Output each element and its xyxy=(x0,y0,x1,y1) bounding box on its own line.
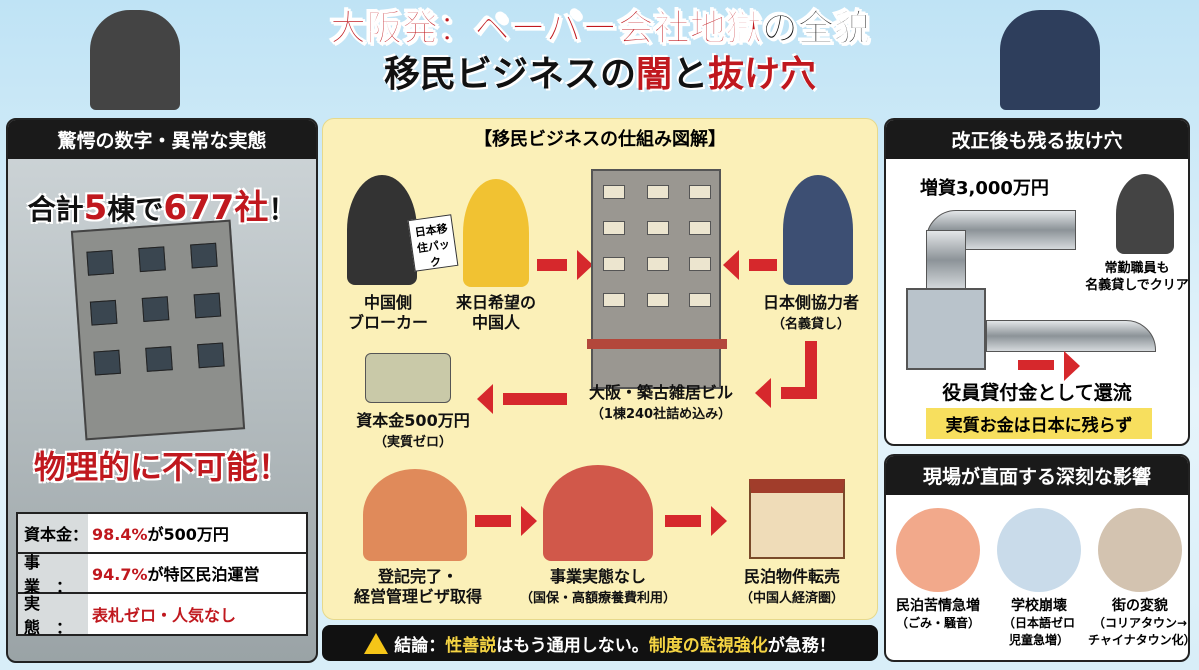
arrow-down-left-icon xyxy=(805,341,817,393)
capital-increase-label: 増資3,000万円 xyxy=(920,178,1049,199)
impact-label: 民泊苦情急増 xyxy=(896,598,980,614)
arrow-left-icon xyxy=(755,378,817,408)
confused-teacher-icon xyxy=(997,508,1081,592)
title-dark: 闇 xyxy=(635,54,672,95)
mechanism-diagram: 【移民ビジネスの仕組み図解】 日本移住パック 中国側 ブローカー 来日希望の 中… xyxy=(322,118,878,620)
broker-illustration xyxy=(90,10,180,110)
zakkyo-building-illustration xyxy=(587,169,727,389)
office-building-illustration xyxy=(906,288,986,370)
migration-pack-sign: 日本移住パック xyxy=(407,214,459,272)
staff-label: 常勤職員も 名義貸しでクリア xyxy=(1085,261,1189,293)
impact-label: 学校崩壊 xyxy=(1011,598,1067,614)
loophole-panel: 改正後も残る抜け穴 増資3,000万円 常勤職員も 名義貸しでクリア 役員貸付金… xyxy=(884,118,1190,446)
pack-text: 日本移住パック xyxy=(414,221,451,270)
stat-key: 実 態 ： xyxy=(18,594,88,637)
impact-sub: （日本語ゼロ 児童急増） xyxy=(1002,616,1075,647)
stat-highlight: 94.7% xyxy=(92,565,148,584)
building-sub: （1棟240社詰め込み） xyxy=(590,407,732,422)
applicant-label: 来日希望の 中国人 xyxy=(455,293,536,332)
crumbling-building-illustration xyxy=(70,219,246,441)
conclusion-banner: 結論：性善説はもう通用しない。制度の監視強化が急務！ xyxy=(322,625,878,661)
impact-item: 学校崩壊 （日本語ゼロ 児童急増） xyxy=(989,598,1089,649)
stat-row: 事 業 ：94.7%が特区民泊運営 xyxy=(18,553,306,596)
no-business-label: 事業実態なし xyxy=(549,567,646,586)
broker-figure xyxy=(347,175,417,285)
capital-sub: （実質ゼロ） xyxy=(373,435,452,450)
stat-highlight: 98.4% xyxy=(92,525,148,544)
stat-rest: が特区民泊運営 xyxy=(147,565,260,584)
collaborator-sub: （名義貸し） xyxy=(771,317,850,332)
collaborator-figure xyxy=(783,175,853,285)
house-illustration xyxy=(749,479,845,559)
banner-highlight: 制度の監視強化 xyxy=(648,635,768,656)
panel-header: 驚愕の数字・異常な実態 xyxy=(8,120,316,159)
return-label: 役員貸付金として還流 xyxy=(942,382,1132,404)
title-line1-tail: の全貌 xyxy=(761,8,870,50)
collaborator-label: 日本側協力者 xyxy=(762,293,859,312)
stat-row: 資本金：98.4%が500万円 xyxy=(18,514,306,554)
banner-text: が急務！ xyxy=(767,635,836,656)
count-text: ！ xyxy=(268,193,297,226)
arrow-right-icon xyxy=(537,250,593,280)
impact-label: 街の変貌 xyxy=(1112,598,1168,614)
count-text: 棟で xyxy=(107,193,164,226)
shocking-numbers-panel: 驚愕の数字・異常な実態 合計5棟で677社！ 物理的に不可能！ 資本金：98.4… xyxy=(6,118,318,663)
stats-table: 資本金：98.4%が500万円 事 業 ：94.7%が特区民泊運営 実 態 ：表… xyxy=(16,512,308,637)
title-line2: 移民ビジネスの xyxy=(383,54,636,95)
title-line1: 大阪発：ペーパー会社地獄 xyxy=(330,8,763,50)
pipe-vertical xyxy=(926,230,966,290)
chinatown-street-icon xyxy=(1098,508,1182,592)
warning-icon xyxy=(364,632,389,654)
stat-key: 資本金： xyxy=(18,514,88,552)
pipe-bottom xyxy=(986,320,1156,352)
cash-stack-illustration xyxy=(365,353,451,403)
stat-rest: が500万円 xyxy=(147,525,229,544)
impossible-label: 物理的に不可能！ xyxy=(33,448,290,486)
banner-text: 結論： xyxy=(394,635,446,656)
no-business-sub: （国保・高額療養費利用） xyxy=(519,591,676,606)
banner-text: はもう通用しない。 xyxy=(496,635,649,656)
building-label: 大阪・築古雑居ビル xyxy=(588,383,733,402)
resale-label: 民泊物件転売 xyxy=(743,567,840,586)
page-title: 大阪発：ペーパー会社地獄の全貌 移民ビジネスの闇と抜け穴 xyxy=(280,6,920,98)
family-figure xyxy=(363,469,467,561)
title-loophole: 抜け穴 xyxy=(708,54,817,95)
arrow-right-icon xyxy=(665,506,727,536)
diagram-header: 【移民ビジネスの仕組み図解】 xyxy=(474,129,726,150)
employee-figure xyxy=(1116,174,1174,254)
celebrating-family-figure xyxy=(543,465,653,561)
resale-sub: （中国人経済圏） xyxy=(739,591,844,606)
arrow-left-icon xyxy=(477,384,567,414)
stat-key: 事 業 ： xyxy=(18,553,88,596)
capital-label: 資本金500万円 xyxy=(356,411,470,430)
impact-item: 街の変貌 （コリアタウン→ チャイナタウン化） xyxy=(1088,598,1190,649)
broker-label: 中国側 ブローカー xyxy=(347,293,428,332)
arrow-left-icon xyxy=(723,250,777,280)
impact-sub: （コリアタウン→ チャイナタウン化） xyxy=(1088,616,1190,647)
count-text: 合計 xyxy=(27,193,84,226)
note-label: 実質お金は日本に残らず xyxy=(926,408,1152,439)
visa-label: 登記完了・ 経営管理ビザ取得 xyxy=(353,567,482,606)
panel-header: 現場が直面する深刻な影響 xyxy=(886,456,1188,495)
happy-man-illustration xyxy=(1000,10,1100,110)
panel-header: 改正後も残る抜け穴 xyxy=(886,120,1188,159)
impact-sub: （ごみ・騒音） xyxy=(895,616,980,630)
applicant-figure xyxy=(463,179,529,287)
stat-row: 実 態 ：表札ゼロ・人気なし xyxy=(18,594,306,637)
arrow-right-icon xyxy=(1018,351,1080,381)
count-buildings: 5 xyxy=(83,188,108,228)
total-count: 合計5棟で677社！ xyxy=(8,180,316,229)
impact-panel: 現場が直面する深刻な影響 民泊苦情急増 （ごみ・騒音） 学校崩壊 （日本語ゼロ 児童… xyxy=(884,454,1190,662)
title-and: と xyxy=(672,54,709,95)
angry-resident-icon xyxy=(896,508,980,592)
impact-item: 民泊苦情急増 （ごみ・騒音） xyxy=(888,598,988,632)
arrow-right-icon xyxy=(475,506,537,536)
stat-highlight: 表札ゼロ・人気なし xyxy=(92,606,237,625)
banner-highlight: 性善説 xyxy=(445,635,497,656)
